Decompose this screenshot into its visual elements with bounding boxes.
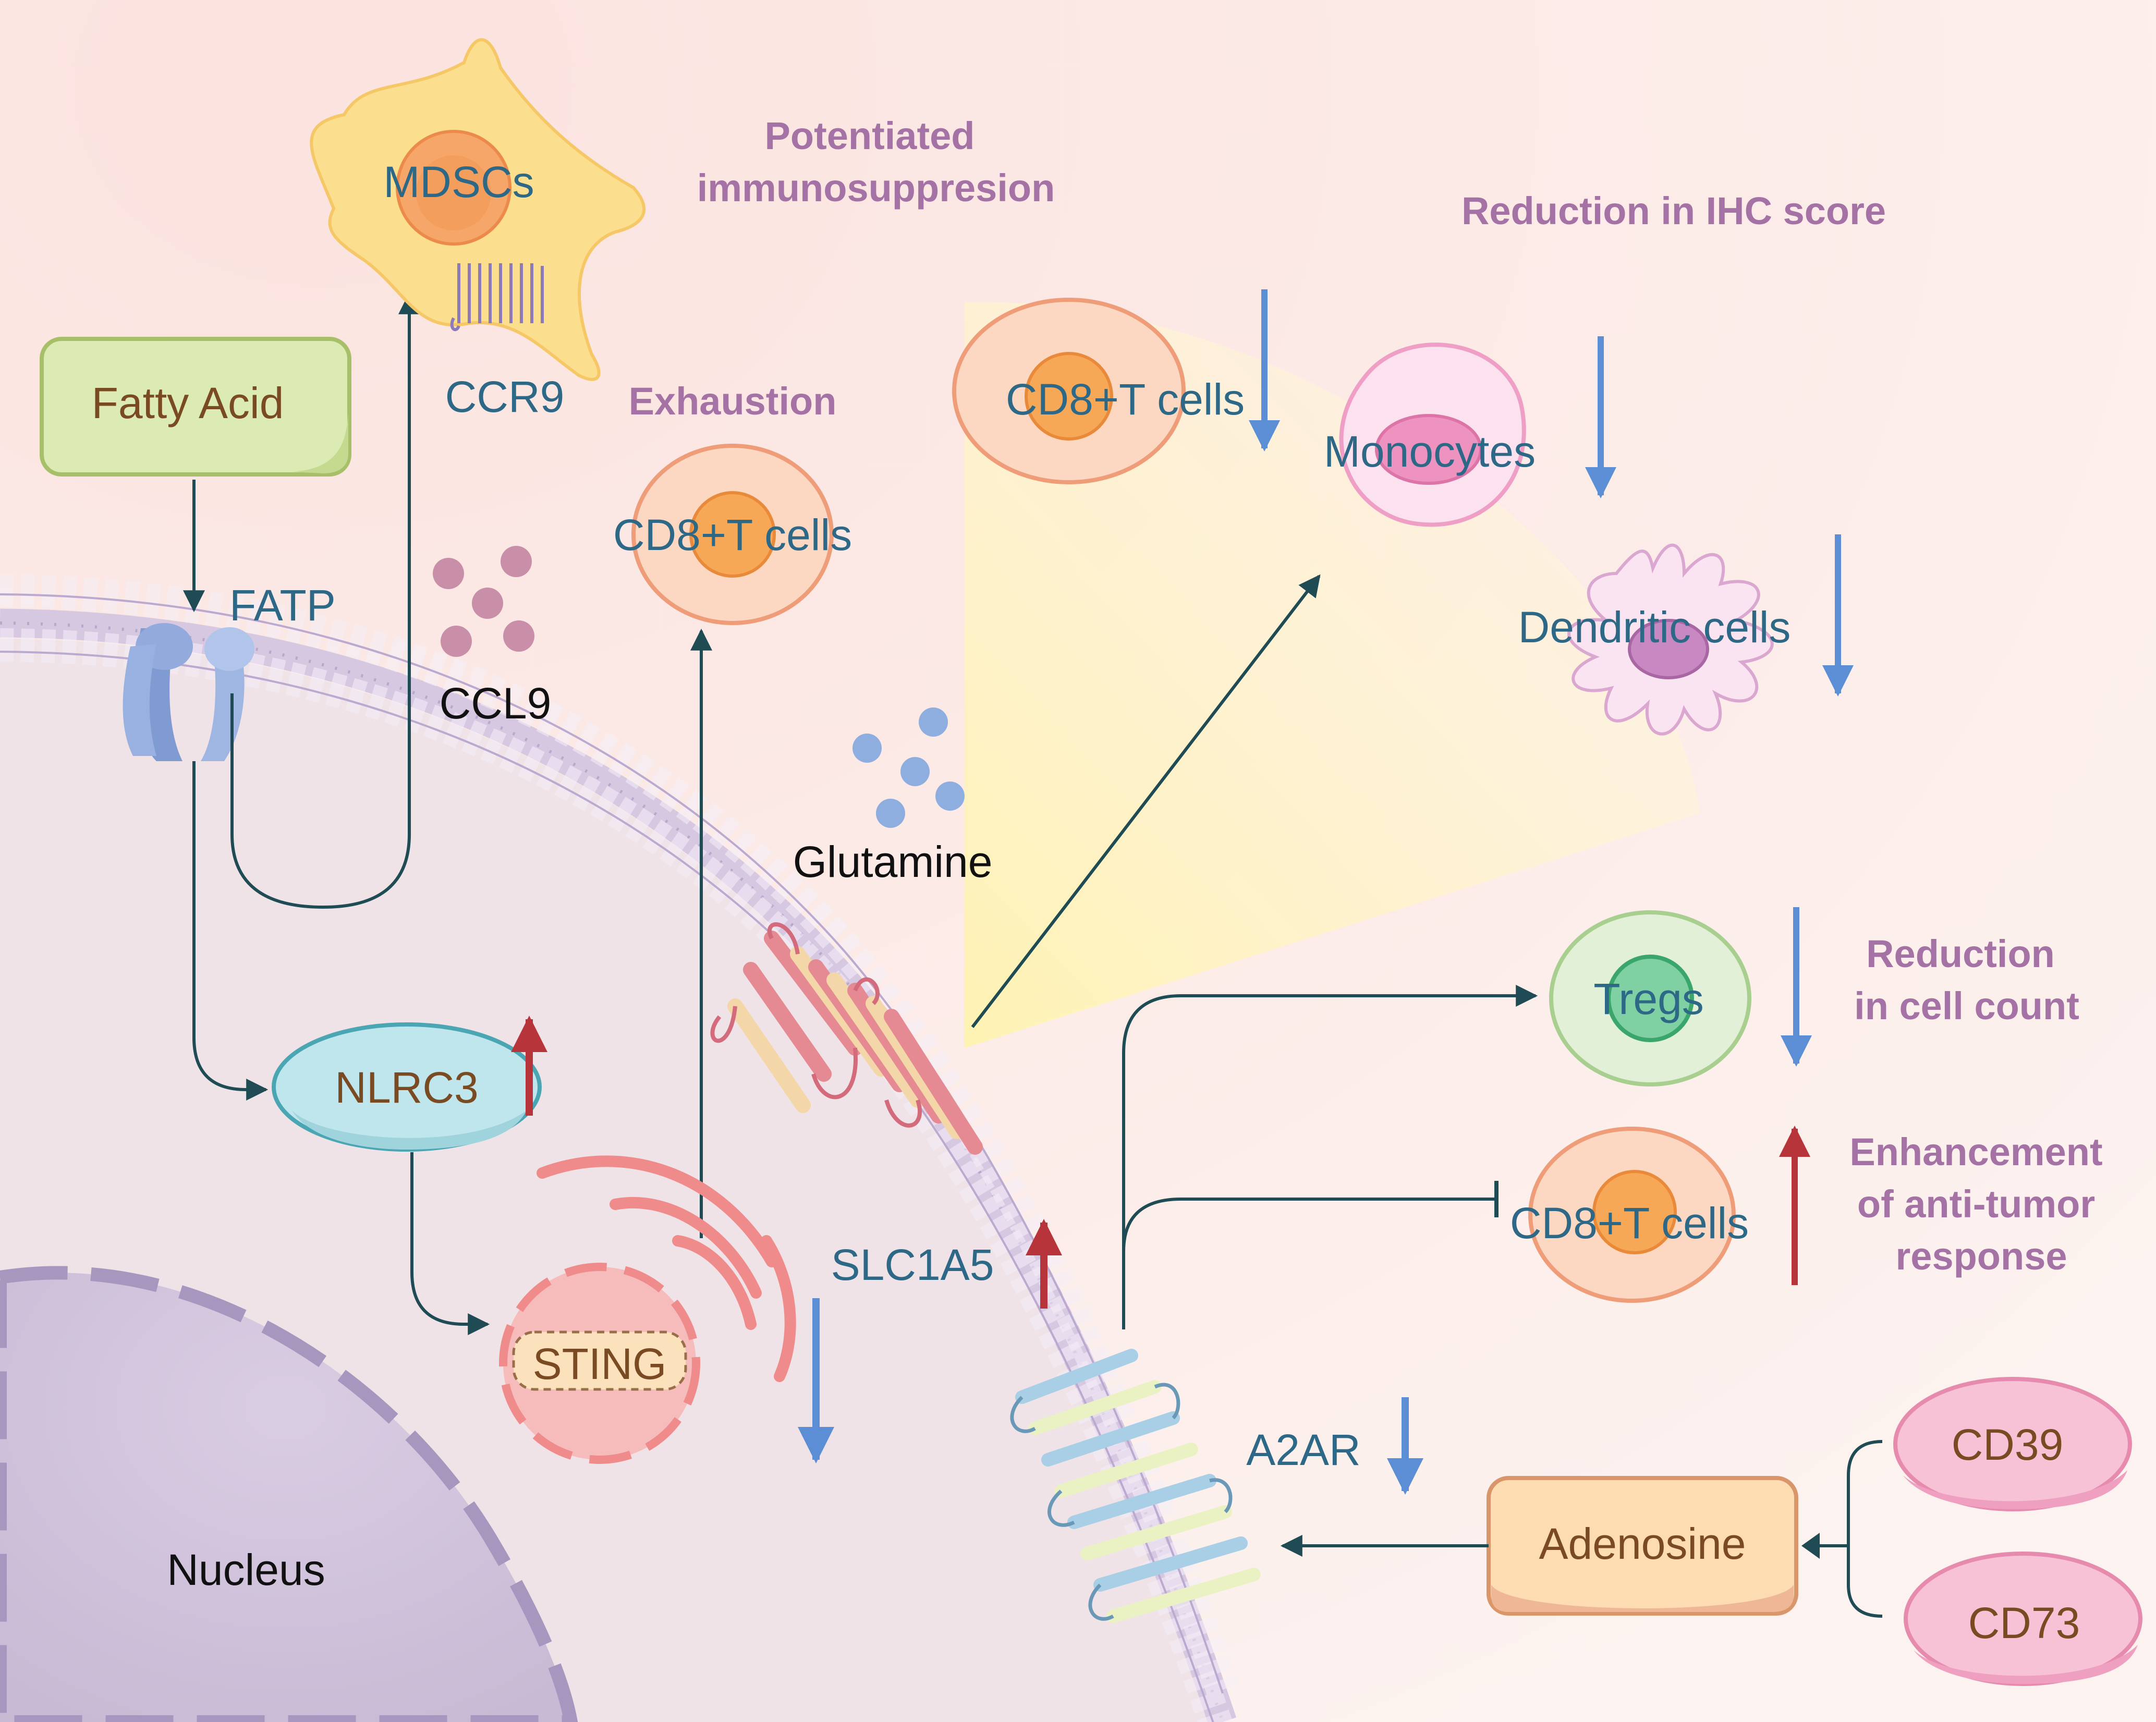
cd8-exhaustion-label: CD8+T cells <box>613 510 852 559</box>
arrow-slc1a5-to-immune <box>971 574 1321 1028</box>
sting-label: STING <box>533 1339 667 1388</box>
adenosine-label: Adenosine <box>1539 1519 1746 1568</box>
glutamine-label: Glutamine <box>793 837 993 886</box>
cd39-node <box>1893 1377 2132 1511</box>
slc1a5-label: SLC1A5 <box>831 1240 994 1289</box>
enhancement-line1: Enhancement <box>1849 1130 2102 1174</box>
cd8-cell-exhaustion <box>631 444 834 625</box>
arrow-a2ar-to-tregs <box>1122 985 1538 1329</box>
mdscs-label: MDSCs <box>383 157 534 206</box>
arrow-fatp-to-nlrc3 <box>192 761 269 1101</box>
cd8-cell-enhance <box>1528 1127 1736 1303</box>
spotlight-cone <box>965 302 1700 1048</box>
monocytes-label: Monocytes <box>1324 427 1536 476</box>
ccl9-label: CCL9 <box>440 679 552 728</box>
mdsc-cell <box>310 38 646 381</box>
cd8-enhance-label: CD8+T cells <box>1510 1199 1749 1248</box>
sting-node <box>499 1263 700 1464</box>
a2ar-loops <box>1010 1383 1233 1621</box>
potentiated-label-line1: Potentiated <box>765 114 975 157</box>
a2ar-label: A2AR <box>1246 1425 1360 1474</box>
dendritic-label: Dendritic cells <box>1518 603 1791 652</box>
reduction-count-line1: Reduction <box>1866 932 2055 975</box>
ccl9-molecules <box>433 546 534 657</box>
ccr9-label: CCR9 <box>445 372 565 421</box>
fatty-acid-box: Fatty Acid <box>40 337 351 477</box>
inhibit-a2ar-to-cd8 <box>1122 1198 1496 1252</box>
fatp-label: FATP <box>229 581 336 630</box>
dendritic-cell <box>1567 543 1774 736</box>
tregs-label: Tregs <box>1593 974 1704 1023</box>
enhancement-line2: of anti-tumor <box>1857 1182 2095 1226</box>
slc1a5-loops <box>710 922 922 1128</box>
reduction-count-line2: in cell count <box>1854 984 2079 1028</box>
nlrc3-label: NLRC3 <box>335 1063 478 1112</box>
nlrc3-node <box>272 1022 542 1152</box>
cd8-cell-top <box>952 298 1186 484</box>
potentiated-label-line2: immunosuppresion <box>697 166 1055 210</box>
cd73-label: CD73 <box>1968 1598 2080 1647</box>
exhaustion-label: Exhaustion <box>629 380 837 423</box>
tregs-cell <box>1549 910 1751 1086</box>
monocyte-cell <box>1339 343 1526 527</box>
glutamine-molecules <box>852 707 965 828</box>
a2ar-receptor <box>1015 1349 1261 1623</box>
nucleus <box>0 1266 578 1722</box>
endoplasmic-reticulum <box>537 1155 796 1382</box>
arrow-nlrc3-to-sting <box>410 1152 490 1335</box>
slc1a5-transporter <box>727 931 983 1155</box>
fatty-acid-label: Fatty Acid <box>92 378 284 428</box>
cd39-label: CD39 <box>1952 1420 2064 1469</box>
reduction-ihc-label: Reduction in IHC score <box>1461 189 1886 233</box>
cd8-top-label: CD8+T cells <box>1006 375 1245 424</box>
cd73-node <box>1904 1552 2142 1686</box>
enhancement-line3: response <box>1895 1235 2067 1278</box>
nucleus-label: Nucleus <box>167 1545 325 1594</box>
ccr9-receptor <box>450 263 544 332</box>
arrow-fatp-to-mdscs <box>230 292 420 909</box>
